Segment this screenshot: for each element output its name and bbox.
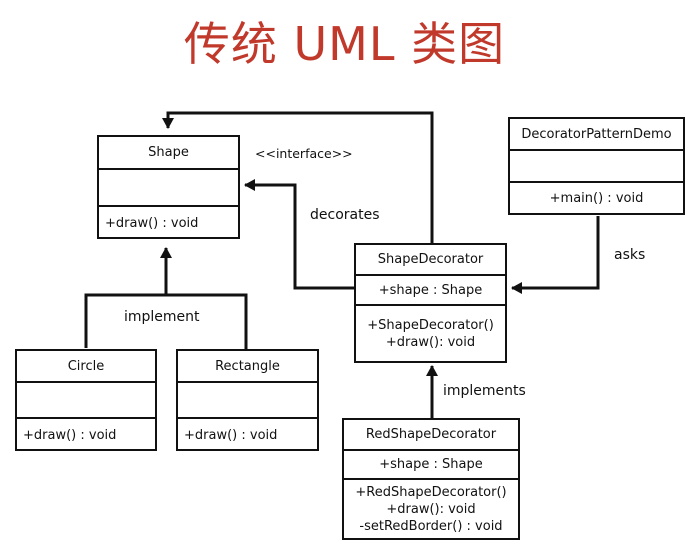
implement-connector [84, 248, 248, 350]
class-methods: +main() : void [510, 183, 683, 213]
class-rectangle[interactable]: Rectangle +draw() : void [176, 349, 319, 451]
method: -setRedBorder() : void [359, 518, 503, 534]
class-name: DecoratorPatternDemo [510, 119, 683, 151]
aggregation-connector [162, 111, 434, 243]
class-name: Circle [17, 351, 155, 383]
class-name: ShapeDecorator [356, 245, 505, 276]
decorates-connector [244, 179, 354, 290]
class-attributes [99, 170, 238, 207]
class-red-shape-decorator[interactable]: RedShapeDecorator +shape : Shape +RedSha… [342, 418, 520, 540]
method: +draw(): void [385, 334, 476, 350]
method: +RedShapeDecorator() [355, 484, 507, 500]
class-circle[interactable]: Circle +draw() : void [15, 349, 157, 451]
class-name: Rectangle [178, 351, 317, 383]
class-attributes [17, 383, 155, 419]
class-methods: +draw() : void [99, 207, 238, 239]
asks-connector [511, 216, 600, 294]
class-shape[interactable]: Shape +draw() : void [97, 135, 240, 239]
class-attributes [510, 151, 683, 183]
class-methods: +ShapeDecorator() +draw(): void [356, 306, 505, 361]
method: +draw() : void [23, 427, 117, 443]
method: +draw(): void [386, 501, 476, 517]
class-decorator-pattern-demo[interactable]: DecoratorPatternDemo +main() : void [508, 117, 685, 215]
attribute: +shape : Shape [378, 282, 483, 298]
interface-label: <<interface>> [255, 146, 353, 161]
class-attributes: +shape : Shape [356, 276, 505, 306]
method: +draw() : void [105, 215, 199, 231]
class-methods: +RedShapeDecorator() +draw(): void -setR… [344, 480, 518, 538]
class-name: Shape [99, 137, 238, 170]
class-shape-decorator[interactable]: ShapeDecorator +shape : Shape +ShapeDeco… [354, 243, 507, 363]
method: +draw() : void [184, 427, 278, 443]
implement-label: implement [124, 309, 200, 325]
attribute: +shape : Shape [379, 457, 483, 472]
decorates-label: decorates [310, 207, 380, 223]
method: +main() : void [549, 190, 644, 206]
class-attributes [178, 383, 317, 419]
asks-label: asks [614, 247, 646, 263]
implements-label: implements [443, 383, 526, 399]
class-methods: +draw() : void [17, 419, 155, 451]
class-name: RedShapeDecorator [344, 420, 518, 451]
class-methods: +draw() : void [178, 419, 317, 451]
page-title: 传统 UML 类图 [183, 17, 506, 71]
method: +ShapeDecorator() [367, 317, 494, 333]
class-attributes: +shape : Shape [344, 451, 518, 480]
